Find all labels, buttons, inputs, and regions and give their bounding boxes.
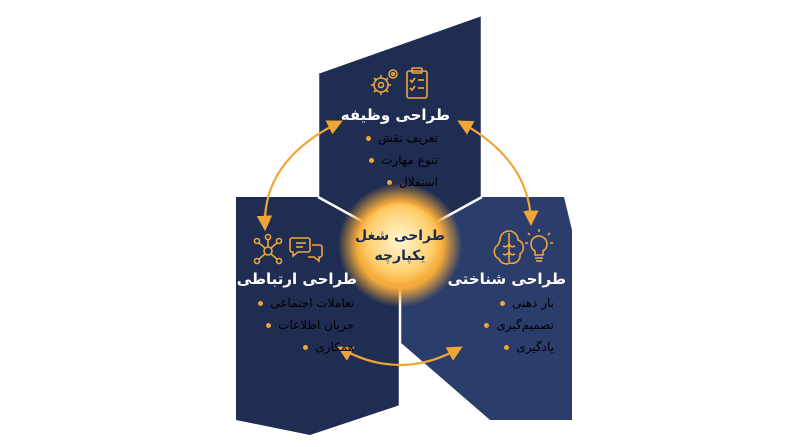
list-item: تعاملات اجتماعی [240, 292, 354, 314]
center-label-line2: یکپارچه [374, 248, 426, 264]
gears-icon [371, 69, 398, 95]
center-circle [358, 203, 442, 287]
brain-icon [493, 230, 525, 265]
panel-top-title: طراحی وظیفه [340, 106, 450, 124]
list-item: یادگیری [458, 336, 554, 358]
center-label: طراحی شغل یکپارچه [355, 226, 445, 266]
list-item: تعریف نقش [350, 127, 438, 149]
panel-left-title: طراحی ارتباطی [236, 270, 357, 288]
list-item: تنوع مهارت [350, 149, 438, 171]
network-icon [253, 233, 283, 265]
list-item: جریان اطلاعات [240, 314, 354, 336]
list-item: تصمیم‌گیری [458, 314, 554, 336]
list-item: بار ذهنی [458, 292, 554, 314]
panel-right-list: بار ذهنی تصمیم‌گیری یادگیری [458, 292, 554, 358]
lightbulb-icon [525, 229, 553, 262]
center-label-line1: طراحی شغل [355, 228, 445, 244]
arrow-top-right [457, 120, 539, 227]
chat-bubbles-icon [289, 237, 323, 263]
panel-top-list: تعریف نقش تنوع مهارت استقلال [350, 127, 438, 193]
panel-left-list: تعاملات اجتماعی جریان اطلاعات همکاری [240, 292, 354, 358]
list-item: همکاری [240, 336, 354, 358]
arrow-top-left [256, 120, 343, 232]
list-item: استقلال [350, 171, 438, 193]
panel-right-title: طراحی شناختی [447, 270, 566, 288]
clipboard-checklist-icon [406, 67, 428, 99]
